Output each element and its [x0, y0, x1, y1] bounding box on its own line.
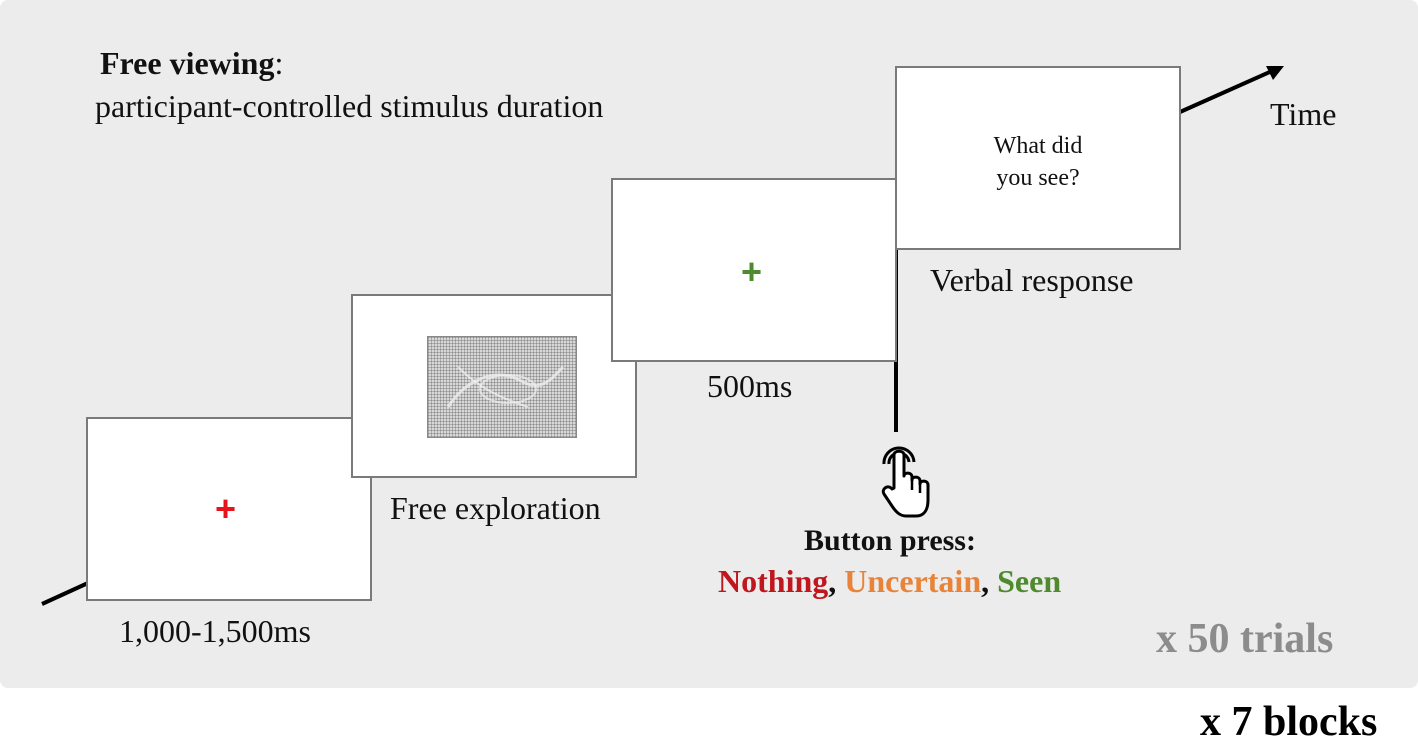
fixation-cross-green: +: [741, 251, 763, 292]
question-frame: What did you see?: [895, 66, 1181, 250]
paradigm-subtitle: participant-controlled stimulus duration: [95, 88, 604, 124]
option-nothing: Nothing: [718, 563, 829, 599]
option-separator-1: ,: [828, 563, 837, 599]
time-arrow-icon: [1266, 66, 1284, 80]
option-seen: Seen: [997, 563, 1062, 599]
fixation-frame: +: [86, 417, 372, 601]
paradigm-title: Free viewing:: [100, 45, 283, 82]
fixation-cross-red: +: [215, 488, 237, 529]
time-arrow-line: [1179, 69, 1273, 114]
question-text: What did you see?: [897, 130, 1179, 194]
fixation-duration-label: 1,000-1,500ms: [119, 613, 311, 649]
stimulus-image: [427, 336, 577, 438]
timeline-start-line: [41, 581, 89, 606]
blocks-repeat-label: x 7 blocks: [1200, 699, 1378, 745]
post-fixation-frame: +: [611, 178, 897, 362]
paradigm-title-colon: :: [274, 45, 284, 81]
question-line-1: What did: [993, 133, 1083, 159]
time-label: Time: [1270, 96, 1337, 132]
verbal-response-label: Verbal response: [930, 262, 1134, 298]
button-press-options: Nothing, Uncertain, Seen: [718, 563, 1061, 600]
trials-repeat-label: x 50 trials: [1156, 616, 1334, 662]
post-fixation-duration-label: 500ms: [707, 368, 793, 404]
question-line-2: you see?: [996, 165, 1080, 191]
pointing-hand-icon: [881, 446, 930, 518]
option-separator-2: ,: [981, 563, 990, 599]
button-press-title: Button press:: [804, 524, 976, 557]
option-uncertain: Uncertain: [844, 563, 982, 599]
exploration-frame: [351, 294, 637, 478]
paradigm-title-bold: Free viewing: [100, 45, 275, 81]
exploration-label: Free exploration: [390, 490, 601, 526]
stimulus-texture: [446, 365, 565, 408]
